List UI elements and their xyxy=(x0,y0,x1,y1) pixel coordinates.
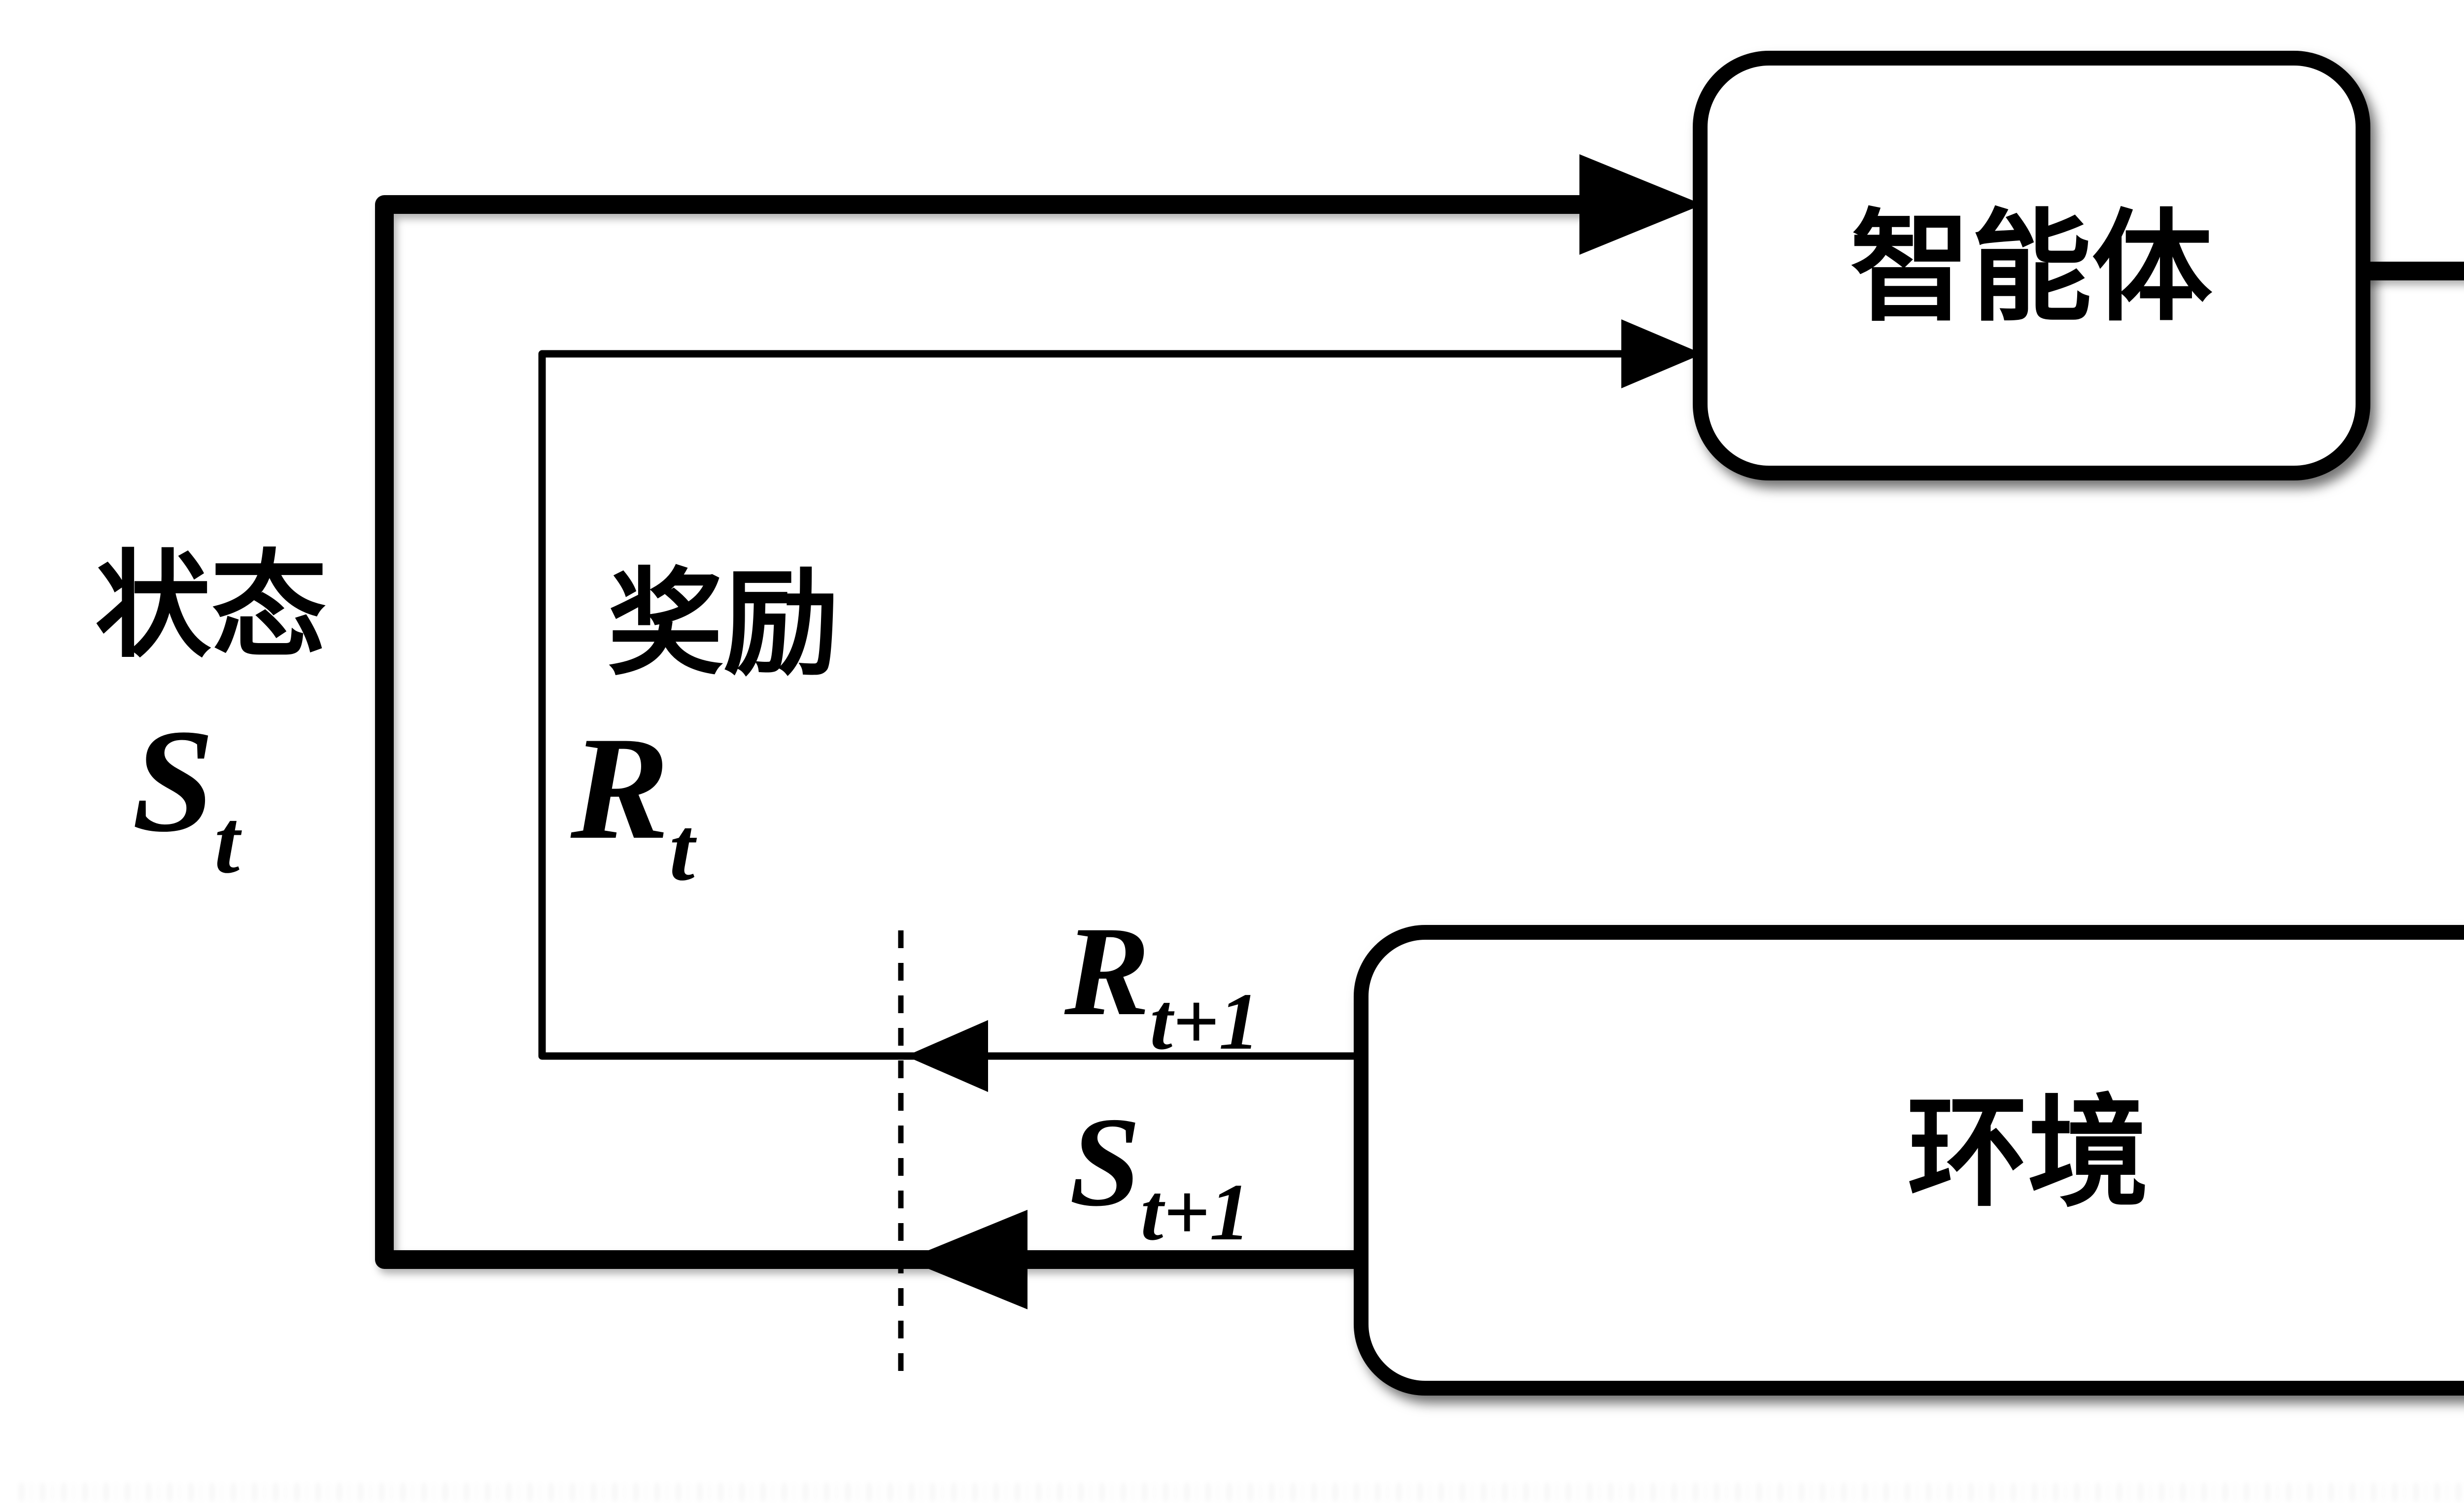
next-state-arrowhead-icon xyxy=(906,1210,1027,1309)
next-state-symbol: St+1 xyxy=(1069,1091,1250,1257)
bottom-scan-artifact xyxy=(20,1483,2464,1501)
state-symbol-base: S xyxy=(132,699,214,862)
agent-box-label: 智能体 xyxy=(1850,202,2213,336)
next-state-symbol-subscript: t+1 xyxy=(1141,1167,1250,1257)
next-state-symbol-base: S xyxy=(1069,1091,1141,1233)
environment-box xyxy=(1354,925,2464,1396)
reward-symbol: Rt xyxy=(568,706,697,900)
reward-symbol-base: R xyxy=(568,706,669,870)
state-label: 状态 xyxy=(95,543,327,671)
state-symbol-subscript: t xyxy=(214,791,242,892)
reward-into-agent-arrowhead-icon xyxy=(1621,319,1703,388)
state-feedback-line xyxy=(375,195,1594,1269)
reward-symbol-subscript: t xyxy=(669,799,697,900)
next-reward-arrowhead-icon xyxy=(906,1020,988,1092)
state-into-agent-arrowhead-icon xyxy=(1579,154,1703,255)
reward-label: 奖励 xyxy=(608,561,839,689)
next-reward-symbol-subscript: t+1 xyxy=(1150,976,1259,1066)
environment-box-label: 环境 xyxy=(1907,1088,2149,1221)
next-reward-symbol-base: R xyxy=(1062,900,1150,1042)
state-symbol: St xyxy=(132,699,242,892)
agent-box xyxy=(1693,51,2370,480)
next-reward-symbol: Rt+1 xyxy=(1062,900,1260,1066)
